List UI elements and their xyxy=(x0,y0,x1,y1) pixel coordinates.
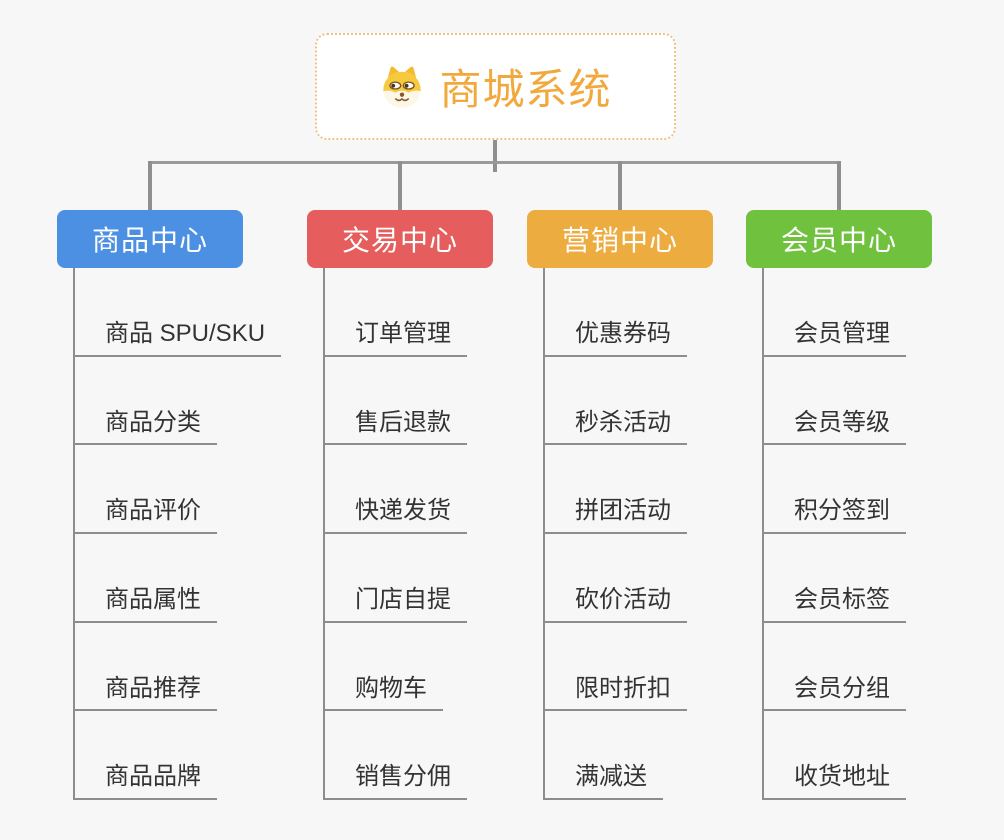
leaf-label: 会员标签 xyxy=(794,585,890,613)
leaf-node[interactable]: 商品推荐 xyxy=(75,623,217,712)
leaf-node[interactable]: 商品 SPU/SKU xyxy=(75,268,282,357)
leaf-node[interactable]: 满减送 xyxy=(545,711,663,801)
branch-node-marketing-center[interactable]: 营销中心 xyxy=(527,210,713,268)
leaf-node[interactable]: 砍价活动 xyxy=(545,534,687,623)
leaf-node[interactable]: 拼团活动 xyxy=(545,445,687,535)
root-node-title: 商城系统 xyxy=(439,66,612,113)
connector-horizontal-line xyxy=(148,161,841,164)
leaf-label: 会员等级 xyxy=(794,408,890,436)
branch-node-member-center[interactable]: 会员中心 xyxy=(746,210,932,268)
branch-member-center: 会员中心 会员管理 会员等级 积分签到 会员标签 会员分组 收货地址 xyxy=(746,210,932,801)
leaf-label: 门店自提 xyxy=(355,585,451,613)
leaf-node[interactable]: 秒杀活动 xyxy=(545,357,687,446)
leaf-node[interactable]: 购物车 xyxy=(325,623,443,712)
leaf-node[interactable]: 商品评价 xyxy=(75,445,217,535)
leaf-node[interactable]: 门店自提 xyxy=(325,534,467,623)
branch-trade-center: 交易中心 订单管理 售后退款 快递发货 门店自提 购物车 销售分佣 xyxy=(307,210,493,801)
leaf-label: 商品评价 xyxy=(105,497,201,525)
leaf-label: 会员管理 xyxy=(794,319,890,347)
root-node[interactable]: 商城系统 xyxy=(315,33,676,140)
leaf-label: 快递发货 xyxy=(355,497,451,525)
connector-drop-member xyxy=(837,161,841,210)
leaf-node[interactable]: 订单管理 xyxy=(325,268,467,357)
leaf-label: 优惠券码 xyxy=(575,319,671,347)
branch-product-center: 商品中心 商品 SPU/SKU 商品分类 商品评价 商品属性 商品推荐 商品品牌 xyxy=(57,210,282,801)
connector-root-stem xyxy=(493,140,497,172)
leaf-node[interactable]: 会员标签 xyxy=(764,534,906,623)
leaf-label: 商品分类 xyxy=(105,408,201,436)
leaf-label: 拼团活动 xyxy=(575,497,671,525)
leaf-node[interactable]: 商品品牌 xyxy=(75,711,217,801)
leaf-node[interactable]: 快递发货 xyxy=(325,445,467,535)
leaf-label: 秒杀活动 xyxy=(575,408,671,436)
connector-drop-marketing xyxy=(618,161,622,210)
leaf-label: 购物车 xyxy=(355,674,427,702)
leaf-label: 销售分佣 xyxy=(355,763,451,791)
leaf-label: 商品属性 xyxy=(105,585,201,613)
leaf-label: 商品品牌 xyxy=(105,763,201,791)
branch-node-product-center[interactable]: 商品中心 xyxy=(57,210,243,268)
leaf-label: 售后退款 xyxy=(355,408,451,436)
leaf-label: 限时折扣 xyxy=(575,674,671,702)
leaf-node[interactable]: 商品属性 xyxy=(75,534,217,623)
branch-product-leaves: 商品 SPU/SKU 商品分类 商品评价 商品属性 商品推荐 商品品牌 xyxy=(73,268,282,801)
leaf-node[interactable]: 销售分佣 xyxy=(325,711,467,801)
branch-trade-leaves: 订单管理 售后退款 快递发货 门店自提 购物车 销售分佣 xyxy=(323,268,467,801)
leaf-label: 商品推荐 xyxy=(105,674,201,702)
leaf-node[interactable]: 积分签到 xyxy=(764,445,906,535)
leaf-node[interactable]: 收货地址 xyxy=(764,711,906,801)
leaf-label: 会员分组 xyxy=(794,674,890,702)
leaf-node[interactable]: 会员分组 xyxy=(764,623,906,712)
connector-drop-product xyxy=(148,161,152,210)
leaf-label: 订单管理 xyxy=(355,319,451,347)
branch-marketing-leaves: 优惠券码 秒杀活动 拼团活动 砍价活动 限时折扣 满减送 xyxy=(543,268,687,801)
leaf-label: 砍价活动 xyxy=(575,585,671,613)
branch-marketing-center: 营销中心 优惠券码 秒杀活动 拼团活动 砍价活动 限时折扣 满减送 xyxy=(527,210,713,801)
leaf-node[interactable]: 优惠券码 xyxy=(545,268,687,357)
leaf-node[interactable]: 会员管理 xyxy=(764,268,906,357)
leaf-node[interactable]: 商品分类 xyxy=(75,357,217,446)
branch-node-trade-center[interactable]: 交易中心 xyxy=(307,210,493,268)
leaf-label: 收货地址 xyxy=(794,763,890,791)
connector-drop-trade xyxy=(398,161,402,210)
leaf-node[interactable]: 限时折扣 xyxy=(545,623,687,712)
leaf-label: 积分签到 xyxy=(794,497,890,525)
leaf-label: 满减送 xyxy=(575,763,647,791)
leaf-label: 商品 SPU/SKU xyxy=(105,319,266,347)
dog-face-icon xyxy=(383,66,422,108)
leaf-node[interactable]: 售后退款 xyxy=(325,357,467,446)
branch-member-leaves: 会员管理 会员等级 积分签到 会员标签 会员分组 收货地址 xyxy=(762,268,906,801)
leaf-node[interactable]: 会员等级 xyxy=(764,357,906,446)
